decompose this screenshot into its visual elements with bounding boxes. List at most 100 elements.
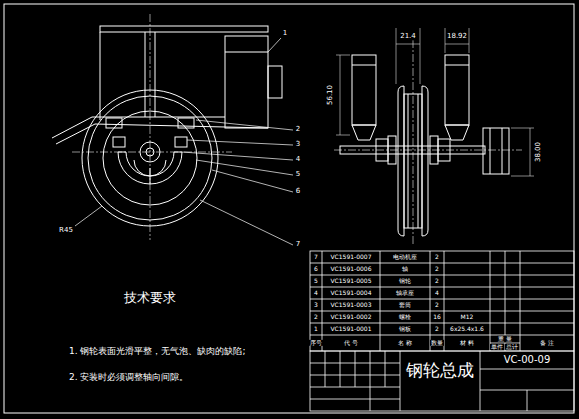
right-view xyxy=(445,125,469,140)
dimension: 21.4 xyxy=(399,33,417,40)
table-cell: 2 xyxy=(313,314,319,320)
left-view xyxy=(113,137,125,147)
bom-table xyxy=(310,299,574,300)
table-cell: 2 xyxy=(434,266,440,272)
table-header: 材 料 xyxy=(459,340,475,346)
leader-line xyxy=(75,206,102,226)
dimension: 56.10 xyxy=(327,84,334,106)
right-view xyxy=(445,55,469,125)
callout-number: 2 xyxy=(295,126,301,133)
table-cell: 6 xyxy=(313,266,319,272)
left-view xyxy=(178,118,194,128)
left-view xyxy=(100,26,268,32)
table-cell: 2 xyxy=(434,302,440,308)
left-view xyxy=(140,142,160,162)
left-view xyxy=(100,32,101,120)
table-cell: VC1591-0002 xyxy=(330,314,373,320)
dimension-line xyxy=(511,176,534,177)
right-view xyxy=(376,139,388,161)
table-cell: 4 xyxy=(434,290,440,296)
table-cell: VC1591-0006 xyxy=(330,266,373,272)
table-header: 数量 xyxy=(430,340,444,346)
table-cell: VC1591-0005 xyxy=(330,278,373,284)
dimension-line xyxy=(530,128,531,176)
dimension: R45 xyxy=(58,227,74,234)
right-view xyxy=(430,136,438,164)
leader-line xyxy=(187,140,293,145)
left-view xyxy=(174,152,182,153)
callout-number: 3 xyxy=(295,141,301,148)
table-cell: 电动机座 xyxy=(392,254,418,260)
bom-table xyxy=(505,251,506,335)
table-cell: M12 xyxy=(460,314,475,320)
table-cell: 7 xyxy=(313,254,319,260)
right-view xyxy=(502,128,503,174)
table-cell: 轴承座 xyxy=(395,290,415,296)
centerline xyxy=(150,14,151,240)
right-view xyxy=(490,128,491,174)
note: 2. 安装时必须调整轴向间隙。 xyxy=(68,373,189,382)
table-cell: 4 xyxy=(313,290,319,296)
table-header: 序号 xyxy=(309,340,323,346)
right-view xyxy=(398,86,404,236)
bom-table xyxy=(380,251,381,351)
table-header: 重 量 xyxy=(497,336,513,342)
dimension-line xyxy=(396,44,420,45)
dimension-line xyxy=(445,44,469,45)
dimension-line xyxy=(336,55,350,56)
heading: 技术要求 xyxy=(123,291,177,305)
leader-line xyxy=(75,38,293,245)
table-cell: VC1591-0003 xyxy=(330,302,373,308)
title-block xyxy=(480,369,574,370)
leader-line xyxy=(196,120,293,130)
left-view xyxy=(118,152,182,184)
bom-table xyxy=(310,287,574,288)
bom-table xyxy=(322,251,323,351)
table-cell: 螺栓 xyxy=(398,314,412,320)
bom-table xyxy=(310,263,574,264)
sheet-frame xyxy=(4,4,574,413)
table-header: 单件 xyxy=(490,344,504,350)
table-header: 总计 xyxy=(505,344,519,350)
drawing-title: 钢轮总成 xyxy=(405,362,475,380)
table-cell: 5 xyxy=(313,278,319,284)
table-cell: 2 xyxy=(434,254,440,260)
right-view xyxy=(418,94,419,228)
right-view xyxy=(445,65,469,66)
bom-table xyxy=(310,275,574,276)
right-view xyxy=(340,55,509,236)
right-view xyxy=(483,128,509,174)
bom-table xyxy=(310,311,574,312)
right-view xyxy=(404,94,422,228)
left-view xyxy=(82,90,218,226)
table-cell: 16 xyxy=(432,314,442,320)
left-view xyxy=(52,26,282,226)
title-block xyxy=(527,390,528,411)
title-block xyxy=(370,351,371,411)
leader-line xyxy=(212,170,293,192)
left-view xyxy=(225,52,268,53)
table-cell: VC1591-0007 xyxy=(330,254,373,260)
title-block xyxy=(340,351,341,387)
bom-table xyxy=(430,251,431,351)
title-block xyxy=(385,351,386,387)
dimension-line xyxy=(336,135,350,136)
dimension-line xyxy=(511,128,534,129)
right-view xyxy=(352,125,376,140)
left-view xyxy=(150,168,151,184)
bom-table xyxy=(310,251,574,351)
bom-table xyxy=(444,251,445,351)
left-view xyxy=(175,137,187,147)
leader-line xyxy=(268,38,281,52)
table-cell: 套筒 xyxy=(398,302,412,308)
bom-table xyxy=(310,323,574,324)
title-block xyxy=(310,351,574,411)
callout-number: 6 xyxy=(295,188,301,195)
title-block xyxy=(355,351,356,387)
right-view xyxy=(352,65,376,66)
table-cell: 2 xyxy=(434,326,440,332)
table-cell: 2 xyxy=(434,278,440,284)
callout-number: 5 xyxy=(295,171,301,178)
